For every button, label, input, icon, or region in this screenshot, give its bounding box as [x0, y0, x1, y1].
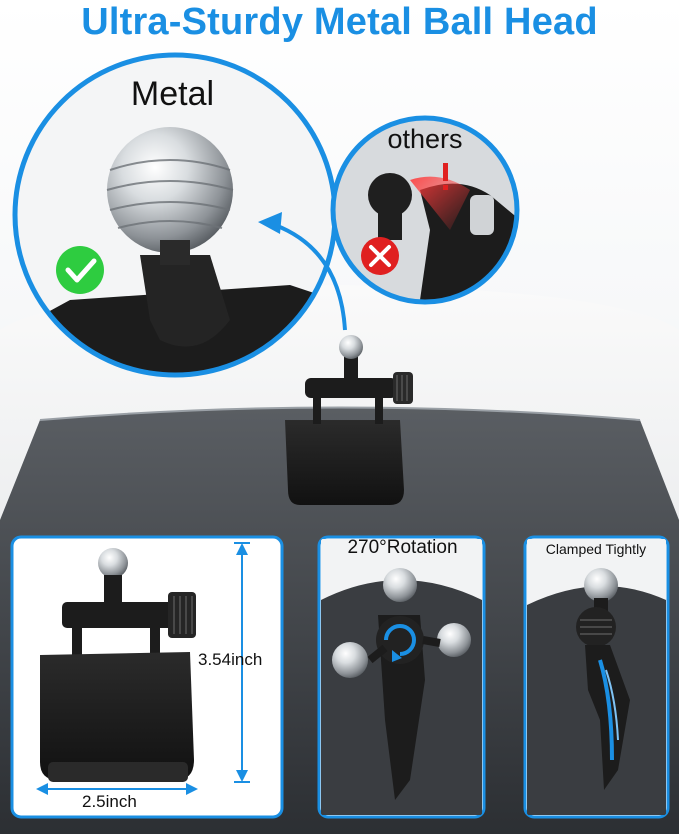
others-zoom-circle [330, 115, 520, 305]
x-circle-icon [361, 237, 399, 275]
check-circle-icon [56, 246, 104, 294]
exclamation-icon [443, 163, 448, 190]
page-title: Ultra-Sturdy Metal Ball Head [81, 1, 598, 43]
dash-edge [39, 406, 641, 421]
callout-arrow [258, 212, 347, 331]
panel-dimensions [10, 535, 284, 819]
width-dimension-line [36, 783, 198, 795]
others-label: others [387, 124, 463, 154]
panel-rotation [317, 535, 486, 819]
height-label: 3.54inch [198, 650, 263, 669]
height-dimension-line [234, 542, 250, 783]
metal-zoom-circle [12, 52, 338, 378]
rotation-label: 270°Rotation [347, 537, 458, 558]
panel-clamp [523, 535, 670, 819]
clamp-label: Clamped Tightly [545, 541, 647, 557]
width-label: 2.5inch [82, 792, 137, 811]
mount-main [285, 335, 413, 505]
metal-label: Metal [130, 75, 215, 113]
